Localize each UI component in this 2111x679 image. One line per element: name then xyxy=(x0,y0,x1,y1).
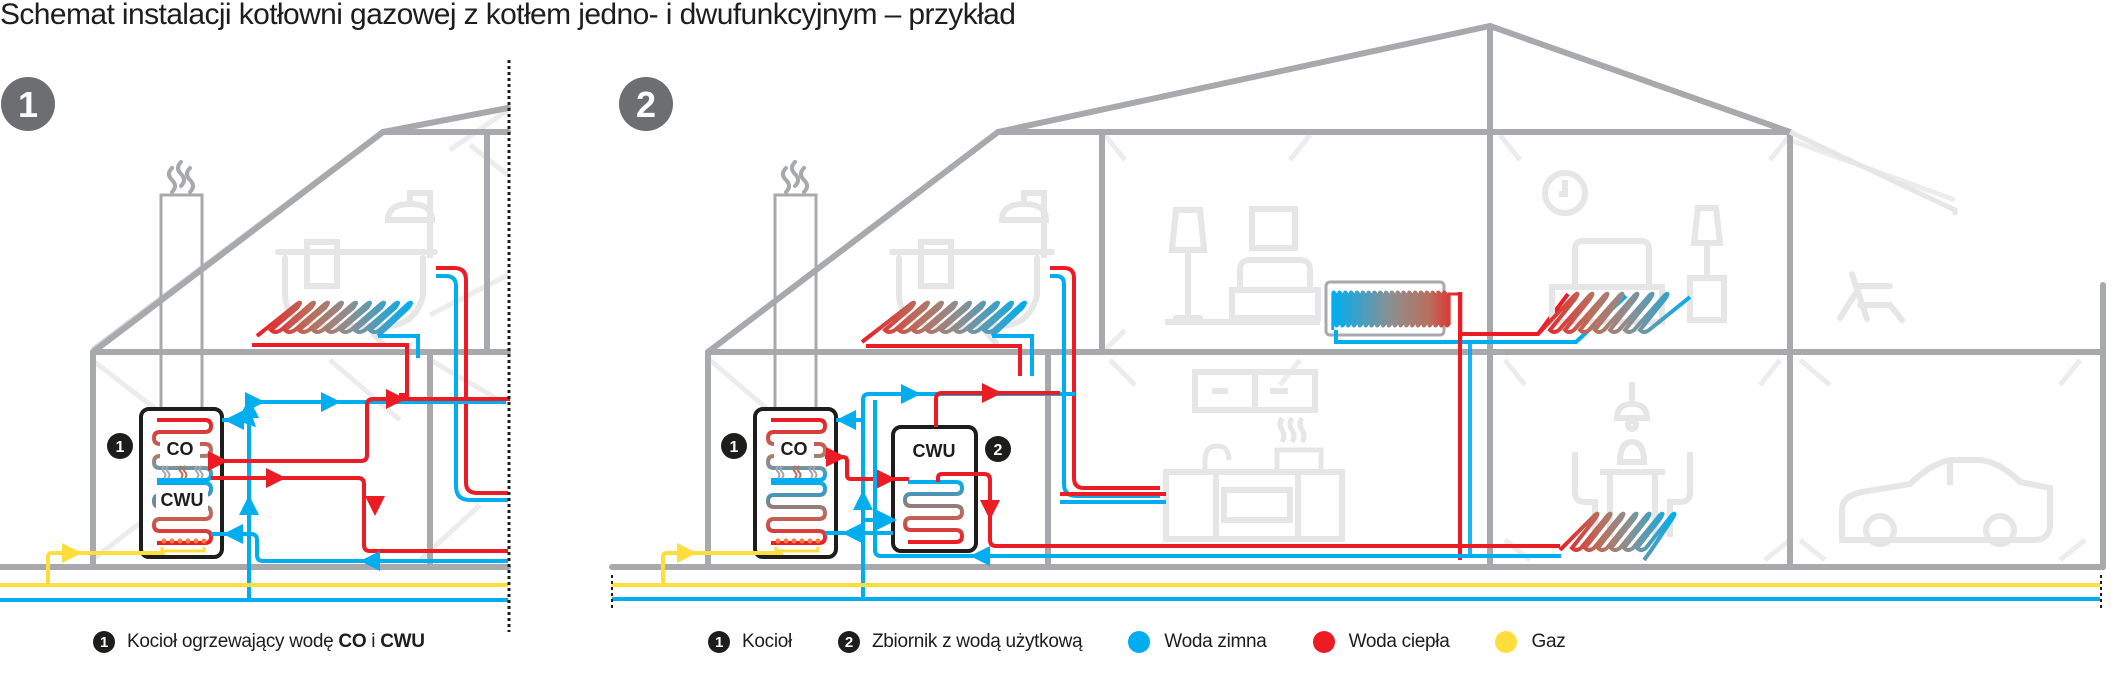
legend-middle: i xyxy=(366,631,381,652)
marker-badge-2: 2 xyxy=(837,631,860,653)
heat-waves-icon xyxy=(775,465,818,479)
cold-riser-1 xyxy=(436,274,508,502)
legend-item-hot-water: Woda ciepła xyxy=(1312,631,1450,653)
underfloor-heating-coil-2 xyxy=(860,300,1027,344)
cwu-tank: CWU xyxy=(891,425,978,553)
panel-1: 1 xyxy=(0,60,511,632)
svg-text:2: 2 xyxy=(994,442,1003,459)
sun-lounger-icon xyxy=(1837,271,1905,323)
legend-item-cold-water: Woda zimna xyxy=(1128,631,1267,653)
boiler-marker-2: 1 xyxy=(721,433,747,459)
legend-item-zbiornik: 2 Zbiornik z wodą użytkową xyxy=(837,631,1083,653)
car-icon xyxy=(1839,457,2053,547)
marker-badge-1: 1 xyxy=(708,631,730,653)
house-structure-2 xyxy=(609,22,2106,570)
burner-flames-icon xyxy=(775,538,821,544)
legend-co: CO xyxy=(338,631,367,652)
diagram-title: Schemat instalacji kotłowni gazowej z ko… xyxy=(0,0,1016,31)
smoke-icon xyxy=(167,160,195,194)
ceiling-lamp-icon xyxy=(1613,382,1651,432)
legend-panel-2: 1 Kocioł 2 Zbiornik z wodą użytkową Woda… xyxy=(708,631,1566,653)
legend-label: Kocioł xyxy=(742,631,792,652)
hot-riser-1 xyxy=(436,266,508,495)
cwu-tank-label: CWU xyxy=(913,441,956,461)
panel-number-badge-2: 2 xyxy=(619,77,673,131)
cwu-label: CWU xyxy=(161,490,204,510)
shower-icon xyxy=(384,190,436,258)
hot-riser-2 xyxy=(1050,266,1160,490)
legend-label: Zbiornik z wodą użytkową xyxy=(871,631,1083,652)
shower-icon xyxy=(998,190,1050,258)
picture-frame-icon xyxy=(1249,206,1298,251)
bathtub-icon xyxy=(889,239,1055,346)
marker-badge-1: 1 xyxy=(93,631,115,653)
svg-text:1: 1 xyxy=(116,439,125,456)
panel-2: 2 xyxy=(609,22,2106,610)
svg-text:1: 1 xyxy=(18,84,38,125)
legend-text-prefix: Kocioł ogrzewający wodę xyxy=(127,631,339,652)
underfloor-heating-coil-4 xyxy=(1558,511,1677,562)
legend-item-gas: Gaz xyxy=(1495,631,1566,653)
legend-label: Gaz xyxy=(1531,631,1566,652)
cold-water-swatch xyxy=(1128,631,1151,653)
legend-label: Woda ciepła xyxy=(1348,631,1450,652)
steaming-pot-icon xyxy=(1274,416,1324,475)
boiler-2: CO xyxy=(753,407,838,559)
smoke-icon xyxy=(781,160,809,194)
co-label: CO xyxy=(167,439,194,459)
gas-swatch xyxy=(1495,631,1518,653)
clock-icon xyxy=(1542,170,1588,216)
legend-cwu: CWU xyxy=(380,631,425,652)
tank-marker-2: 2 xyxy=(985,436,1011,462)
panel-number-badge-1: 1 xyxy=(1,77,55,131)
boiler-marker-1: 1 xyxy=(107,433,133,459)
burner-flames-icon xyxy=(161,538,207,544)
svg-text:2: 2 xyxy=(636,84,656,125)
bathtub-icon xyxy=(275,239,438,346)
faucet-icon xyxy=(1202,443,1232,472)
boiler-1: CO CWU xyxy=(139,407,224,559)
kitchen-cabinets-icon xyxy=(1163,369,1345,542)
underfloor-heating-coil-1 xyxy=(255,300,413,338)
legend-panel-1: 1 Kocioł ogrzewający wodę CO i CWU xyxy=(93,631,425,653)
svg-text:1: 1 xyxy=(730,439,739,456)
floor-lamp-icon xyxy=(1168,207,1208,321)
hot-water-swatch xyxy=(1312,631,1335,653)
radiator-icon xyxy=(1324,280,1463,339)
heat-waves-icon xyxy=(161,465,204,479)
underfloor-heating-coil-3 xyxy=(1536,291,1692,336)
legend-label: Woda zimna xyxy=(1164,631,1267,652)
house-structure-1 xyxy=(0,105,511,570)
co-label: CO xyxy=(781,439,808,459)
armchair-icon xyxy=(1229,257,1321,321)
legend-item-boiler-co-cwu: 1 Kocioł ogrzewający wodę CO i CWU xyxy=(93,631,425,653)
legend-item-kociol: 1 Kocioł xyxy=(708,631,792,653)
table-lamp-icon xyxy=(1687,205,1727,323)
